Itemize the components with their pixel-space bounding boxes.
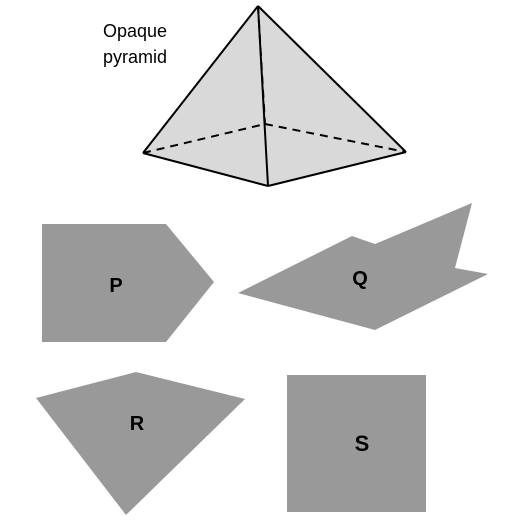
pyramid-right-face	[258, 6, 406, 186]
opaque-pyramid	[142, 5, 407, 187]
shape-s-label: S	[355, 431, 370, 456]
pyramid-edge-base-left	[142, 152, 269, 187]
pyramid-edge-apex-left	[142, 5, 259, 154]
pyramid-caption: Opaque pyramid	[103, 21, 167, 67]
pyramid-edge-apex-front	[257, 5, 269, 187]
pyramid-edge-apex-right	[257, 5, 407, 153]
shape-p-label: P	[109, 275, 122, 297]
pyramid-left-face	[143, 6, 268, 186]
shape-r: R	[36, 372, 245, 515]
shape-r-label: R	[130, 413, 145, 435]
pyramid-edge-base-right	[267, 151, 407, 187]
shape-q: Q	[238, 203, 488, 330]
shape-s: S	[287, 375, 426, 512]
shape-p: P	[42, 224, 214, 342]
shape-q-polygon	[238, 203, 488, 330]
shape-q-label: Q	[352, 268, 368, 290]
pyramid-hidden-edge-left	[142, 123, 266, 154]
pyramid-hidden-edge-right	[264, 123, 407, 153]
shape-s-square	[287, 375, 426, 512]
shape-p-polygon	[42, 224, 214, 342]
caption-line-2: pyramid	[103, 47, 167, 67]
caption-line-1: Opaque	[103, 21, 167, 41]
shape-r-polygon	[36, 372, 245, 515]
